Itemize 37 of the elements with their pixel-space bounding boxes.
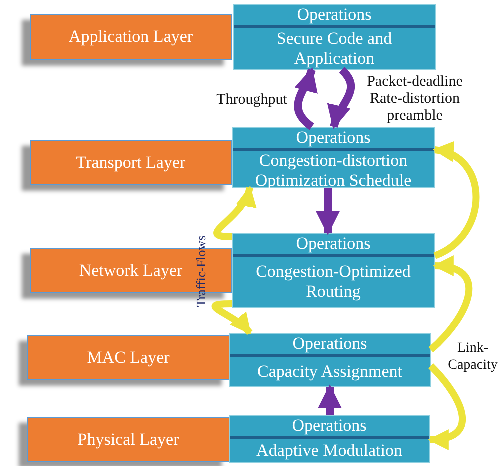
operation-text: Congestion-Optimized Routing: [255, 262, 412, 302]
arrow: [428, 364, 466, 450]
operation-text: Adaptive Modulation: [256, 440, 402, 460]
layer-name: Network Layer: [79, 260, 183, 280]
annotation-text: Link-Capacity: [447, 340, 499, 374]
arrow: [318, 384, 342, 415]
operations-box: [233, 4, 436, 70]
box-heading: Operations: [297, 5, 372, 24]
operation-text: Secure Code and Application: [276, 28, 394, 68]
layer-name: Transport Layer: [76, 152, 186, 172]
box-heading: Operations: [296, 234, 371, 253]
operations-box: [232, 127, 435, 188]
arrow: [212, 300, 253, 336]
annotation-text: Traffic-Flows: [192, 234, 210, 310]
box-heading: Operations: [292, 334, 368, 353]
box-heading: Operations: [292, 416, 367, 435]
layer-box: [27, 335, 230, 380]
operation-text: Congestion-distortion Optimization Schedule: [254, 151, 413, 191]
arrow: [428, 257, 472, 353]
operations-box: [229, 333, 431, 387]
box-heading: Operations: [296, 128, 371, 147]
arrow: [294, 68, 317, 130]
layer-box: [30, 140, 232, 185]
edge-label: Throughput: [216, 92, 288, 109]
arrow: [328, 67, 356, 130]
operation-text: Capacity Assignment: [258, 362, 402, 382]
arrow: [316, 188, 340, 236]
arrow: [214, 186, 254, 240]
edge-label: Packet-deadline Rate-distortion preamble: [366, 74, 464, 125]
operations-box: [232, 233, 435, 308]
arrow: [432, 144, 480, 260]
layer-name: Physical Layer: [78, 430, 180, 450]
layer-name: Application Layer: [68, 27, 194, 47]
layer-box: [30, 14, 232, 60]
layer-name: MAC Layer: [87, 348, 170, 368]
operations-box: [229, 415, 430, 463]
layer-box: [27, 417, 230, 462]
